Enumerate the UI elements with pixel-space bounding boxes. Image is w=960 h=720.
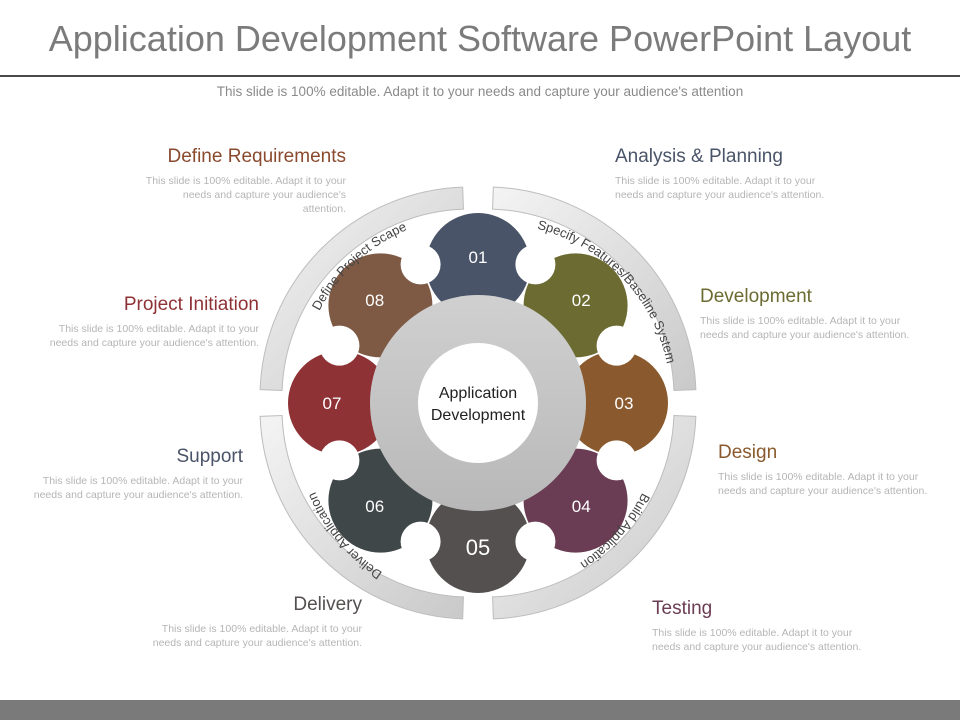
outer-arc-top-left <box>259 186 464 391</box>
outer-arc-bottom-left <box>259 415 464 620</box>
label-desc: This slide is 100% editable. Adapt it to… <box>652 627 862 653</box>
label-desc: This slide is 100% editable. Adapt it to… <box>49 323 259 349</box>
label-development: Development This slide is 100% editable.… <box>700 286 920 342</box>
label-desc: This slide is 100% editable. Adapt it to… <box>615 175 825 201</box>
label-title: Project Initiation <box>123 294 259 315</box>
step-number-07: 07 <box>323 394 342 413</box>
outer-arc-segments <box>259 186 697 620</box>
label-testing: Testing This slide is 100% editable. Ada… <box>652 598 874 654</box>
label-title: Define Requirements <box>167 146 346 167</box>
step-number-01: 01 <box>469 248 488 267</box>
label-delivery: Delivery This slide is 100% editable. Ad… <box>142 594 362 650</box>
petal-separator <box>515 244 556 285</box>
step-petal-05 <box>426 489 530 593</box>
petal-separator <box>596 325 637 366</box>
label-desc: This slide is 100% editable. Adapt it to… <box>718 471 928 497</box>
label-desc: This slide is 100% editable. Adapt it to… <box>33 475 243 501</box>
step-petals: 01 02 03 04 05 06 07 08 <box>288 213 668 593</box>
petal-separator <box>596 440 637 481</box>
step-petal-07 <box>288 351 392 455</box>
petal-separator <box>400 521 441 562</box>
outer-arc-bottom-right <box>492 415 697 620</box>
label-title: Testing <box>652 598 713 619</box>
petal-separator <box>515 521 556 562</box>
label-title: Delivery <box>293 594 362 615</box>
center-label-line1: Application <box>439 385 517 402</box>
label-define-requirements: Define Requirements This slide is 100% e… <box>140 146 346 216</box>
petal-separator <box>319 325 360 366</box>
petal-separator <box>400 244 441 285</box>
step-number-08: 08 <box>365 291 384 310</box>
label-desc: This slide is 100% editable. Adapt it to… <box>152 623 362 649</box>
petal-separator <box>319 440 360 481</box>
footer-bar <box>0 700 960 720</box>
label-title: Support <box>176 446 243 467</box>
step-number-03: 03 <box>615 394 634 413</box>
step-number-02: 02 <box>572 291 591 310</box>
label-analysis-planning: Analysis & Planning This slide is 100% e… <box>615 146 835 202</box>
label-design: Design This slide is 100% editable. Adap… <box>718 442 940 498</box>
label-title: Analysis & Planning <box>615 146 783 167</box>
step-number-04: 04 <box>572 497 591 516</box>
slide-title: Application Development Software PowerPo… <box>48 18 912 59</box>
label-project-initiation: Project Initiation This slide is 100% ed… <box>40 294 259 350</box>
outer-arc-top-right <box>492 186 697 391</box>
step-number-05: 05 <box>466 535 490 560</box>
slide-subtitle: This slide is 100% editable. Adapt it to… <box>216 84 744 99</box>
label-desc: This slide is 100% editable. Adapt it to… <box>145 175 346 215</box>
label-title: Design <box>718 442 778 463</box>
step-petal-03 <box>564 351 668 455</box>
center-label-line2: Development <box>431 407 526 424</box>
title-divider <box>0 75 960 77</box>
step-number-06: 06 <box>365 497 384 516</box>
label-title: Development <box>700 286 812 307</box>
step-petal-01 <box>426 213 530 317</box>
label-support: Support This slide is 100% editable. Ada… <box>22 446 243 502</box>
center-circle <box>418 343 538 463</box>
label-desc: This slide is 100% editable. Adapt it to… <box>700 315 910 341</box>
